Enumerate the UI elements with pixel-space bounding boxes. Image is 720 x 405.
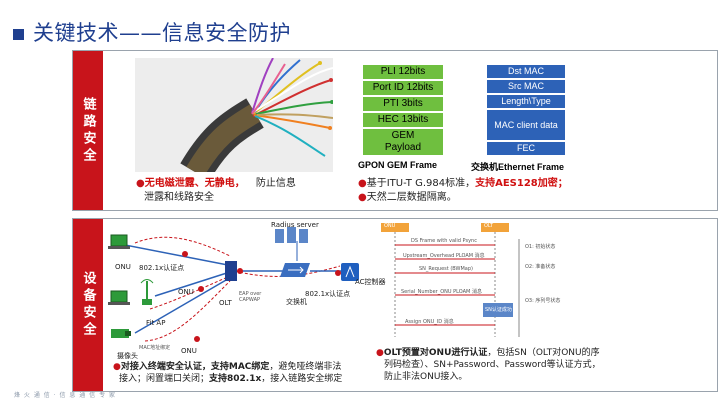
olt-auth-bullet: ●OLT预置对ONU进行认证，包括SN（OLT对ONU的序 列码检查）、SN+P… [376,348,601,382]
fit-ap-label: Fit AP [146,319,166,327]
seq-onu-label: ONU [384,223,396,229]
seq-state: O2: 准备状态 [525,264,556,270]
device-security-panel: 设备安全 [72,218,718,392]
gpon-field: Port ID 12bits [362,80,444,96]
gpon-field: PLI 12bits [362,64,444,80]
seq-msg: DS Frame with valid Psync [411,238,477,244]
device-security-sidebar: 设备安全 [73,219,103,391]
eth-field: Length\Type [486,94,566,109]
onu-bottom-label: ONU [181,347,197,355]
seq-msg: Serial_Number_ONU PLOAM 消息 [401,289,482,295]
link-security-label: 链路安全 [80,96,96,165]
network-diagram [108,227,359,342]
eth-field: FEC [486,141,566,156]
eap-label: EAP over CAPWAP [239,291,262,303]
gpon-caption: GPON GEM Frame [358,160,438,170]
seq-msg: SN_Request (BWMap) [419,266,473,272]
seq-state: O3: 序列号状态 [525,298,561,304]
standard-bullet: ●基于ITU-T G.984标准，支持AES128加密； ●天然二层数据隔离。 [358,178,568,203]
cable-bullet: ●无电磁泄露、无静电， 防止信息 泄露和线路安全 [136,178,296,203]
mac-bind-label: MAC地址绑定 [139,345,171,351]
ethernet-caption: 交换机Ethernet Frame [471,162,565,172]
title-marker [13,29,24,40]
gpon-field: PTI 3bits [362,96,444,112]
onu-mid-label: ONU [178,288,194,296]
fiber-cable-image [135,58,333,172]
onu-auth-sequence [381,223,520,337]
onu-top-label: ONU [115,263,131,271]
ethernet-frame: Dst MAC Src MAC Length\Type MAC client d… [486,64,566,156]
seq-msg: Upstream_Overhead PLOAM 消息 [403,253,485,259]
camera-label: 摄像头 [117,352,138,360]
eth-field: Dst MAC [486,64,566,79]
device-security-label: 设备安全 [80,271,96,339]
ac-controller-label: AC控制器 [355,278,386,286]
olt-label: OLT [219,299,232,307]
device-auth-bullet: ●对接入终端安全认证，支持MAC绑定，避免哑终端非法 接入；闲置端口关闭；支持8… [113,362,343,384]
seq-state: O1: 初始状态 [525,244,556,250]
switch-label: 交换机 [286,298,307,306]
eth-field: Src MAC [486,79,566,94]
page-title: 关键技术——信息安全防护 [33,21,291,45]
eth-field: MAC client data [486,109,566,141]
footer-brand: 烽 火 通 信 · 信 息 通 信 专 家 [14,392,116,399]
auth-point-top-label: 802.1x认证点 [139,264,185,272]
gpon-field: HEC 13bits [362,112,444,128]
link-security-sidebar: 链路安全 [73,51,103,210]
seq-sn-box: SN认证成功 [485,307,512,313]
link-security-panel: 链路安全 ●无电磁泄露、无静电， [72,50,718,211]
gpon-gem-frame: PLI 12bits Port ID 12bits PTI 3bits HEC … [362,64,444,156]
seq-olt-label: OLT [484,223,494,229]
radius-server-label: Radius server [271,221,319,229]
seq-msg: Assign ONU_ID 消息 [405,319,454,325]
auth-point-right-label: 802.1x认证点 [305,290,351,298]
